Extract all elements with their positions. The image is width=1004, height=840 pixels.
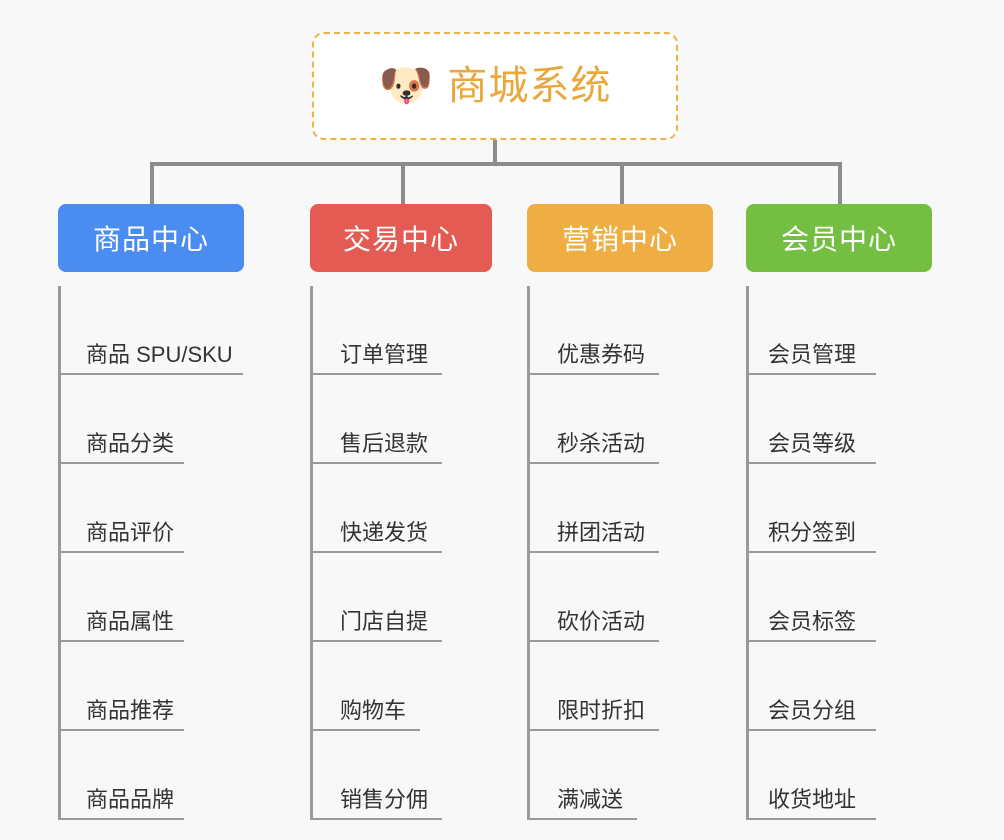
list-item[interactable]: 满减送 <box>527 731 713 820</box>
list-item[interactable]: 秒杀活动 <box>527 375 713 464</box>
list-item-label: 订单管理 <box>310 342 443 375</box>
root-node[interactable]: 🐶 商城系统 <box>312 32 678 140</box>
connector-horizontal-bus <box>150 162 842 166</box>
list-item-label: 销售分佣 <box>310 787 443 820</box>
list-item[interactable]: 优惠券码 <box>527 286 713 375</box>
list-item-label: 收货地址 <box>746 787 877 820</box>
list-item-label: 会员等级 <box>746 431 877 464</box>
dog-face-icon: 🐶 <box>378 61 434 110</box>
root-title: 商城系统 <box>447 64 612 108</box>
list-item-label: 拼团活动 <box>527 520 660 553</box>
list-item[interactable]: 收货地址 <box>746 731 932 820</box>
list-item[interactable]: 商品属性 <box>58 553 244 642</box>
list-item-label: 商品属性 <box>58 609 185 642</box>
list-item-label: 快递发货 <box>310 520 443 553</box>
list-item[interactable]: 购物车 <box>310 642 492 731</box>
branch-product-center: 商品中心 商品 SPU/SKU 商品分类 商品评价 商品属性 商品推荐 商品品牌 <box>58 204 244 820</box>
list-item-label: 限时折扣 <box>527 698 660 731</box>
connector-root-stem <box>493 140 497 164</box>
list-item[interactable]: 会员标签 <box>746 553 932 642</box>
list-item-label: 商品推荐 <box>58 698 185 731</box>
list-item-label: 售后退款 <box>310 431 443 464</box>
list-item-label: 门店自提 <box>310 609 443 642</box>
list-item-label: 会员标签 <box>746 609 877 642</box>
branch-header-product-center[interactable]: 商品中心 <box>58 204 244 272</box>
branch-header-marketing-center[interactable]: 营销中心 <box>527 204 713 272</box>
connector-drop-member-center <box>838 162 842 204</box>
branch-items-marketing-center: 优惠券码 秒杀活动 拼团活动 砍价活动 限时折扣 满减送 <box>527 286 713 820</box>
list-item[interactable]: 商品分类 <box>58 375 244 464</box>
list-item[interactable]: 会员分组 <box>746 642 932 731</box>
branch-trade-center: 交易中心 订单管理 售后退款 快递发货 门店自提 购物车 销售分佣 <box>310 204 492 820</box>
list-item[interactable]: 商品品牌 <box>58 731 244 820</box>
branch-items-product-center: 商品 SPU/SKU 商品分类 商品评价 商品属性 商品推荐 商品品牌 <box>58 286 244 820</box>
list-item[interactable]: 订单管理 <box>310 286 492 375</box>
list-item-label: 商品分类 <box>58 431 185 464</box>
connector-drop-trade-center <box>401 162 405 204</box>
list-item-label: 积分签到 <box>746 520 877 553</box>
list-item-label: 会员分组 <box>746 698 877 731</box>
connector-drop-product-center <box>150 162 154 204</box>
list-item[interactable]: 售后退款 <box>310 375 492 464</box>
list-item[interactable]: 商品 SPU/SKU <box>58 286 244 375</box>
branch-header-trade-center[interactable]: 交易中心 <box>310 204 492 272</box>
list-item-label: 商品评价 <box>58 520 185 553</box>
list-item[interactable]: 会员等级 <box>746 375 932 464</box>
list-item[interactable]: 商品评价 <box>58 464 244 553</box>
list-item[interactable]: 门店自提 <box>310 553 492 642</box>
list-item[interactable]: 拼团活动 <box>527 464 713 553</box>
list-item-label: 商品 SPU/SKU <box>58 342 243 375</box>
list-item-label: 优惠券码 <box>527 342 660 375</box>
connector-drop-marketing-center <box>620 162 624 204</box>
list-item-label: 砍价活动 <box>527 609 660 642</box>
branch-items-member-center: 会员管理 会员等级 积分签到 会员标签 会员分组 收货地址 <box>746 286 932 820</box>
branch-marketing-center: 营销中心 优惠券码 秒杀活动 拼团活动 砍价活动 限时折扣 满减送 <box>527 204 713 820</box>
list-item[interactable]: 商品推荐 <box>58 642 244 731</box>
list-item-label: 秒杀活动 <box>527 431 660 464</box>
list-item[interactable]: 砍价活动 <box>527 553 713 642</box>
list-item-label: 满减送 <box>527 787 638 820</box>
list-item[interactable]: 限时折扣 <box>527 642 713 731</box>
list-item[interactable]: 会员管理 <box>746 286 932 375</box>
list-item-label: 会员管理 <box>746 342 877 375</box>
list-item-label: 购物车 <box>310 698 421 731</box>
list-item[interactable]: 快递发货 <box>310 464 492 553</box>
list-item[interactable]: 积分签到 <box>746 464 932 553</box>
list-item-label: 商品品牌 <box>58 787 185 820</box>
branch-member-center: 会员中心 会员管理 会员等级 积分签到 会员标签 会员分组 收货地址 <box>746 204 932 820</box>
branch-header-member-center[interactable]: 会员中心 <box>746 204 932 272</box>
list-item[interactable]: 销售分佣 <box>310 731 492 820</box>
branch-items-trade-center: 订单管理 售后退款 快递发货 门店自提 购物车 销售分佣 <box>310 286 492 820</box>
